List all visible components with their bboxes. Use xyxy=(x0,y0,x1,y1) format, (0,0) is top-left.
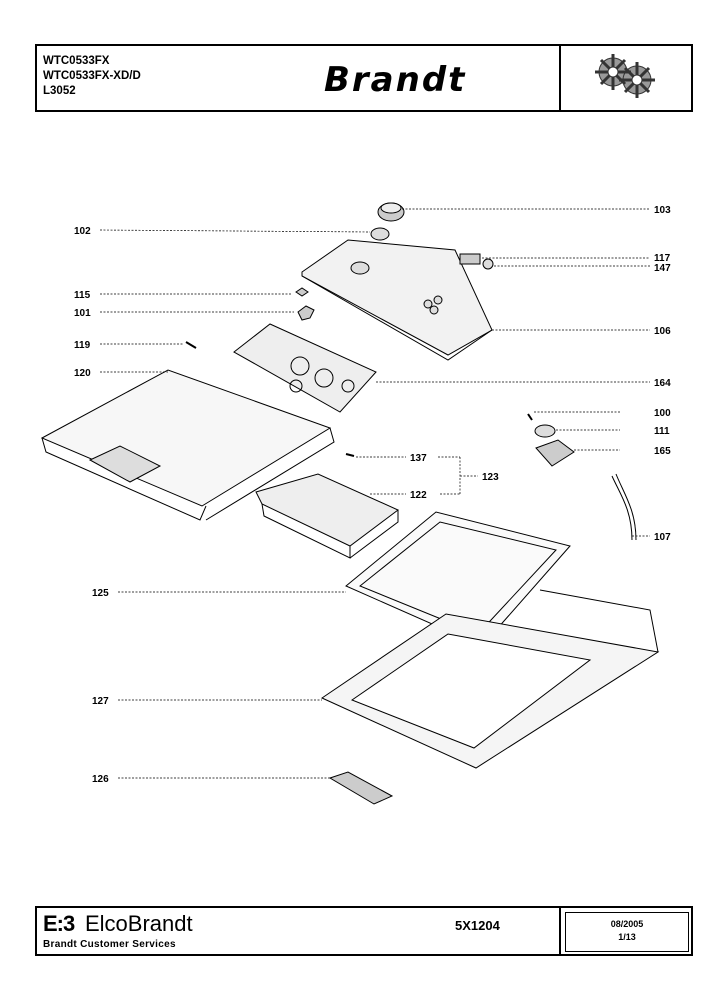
gears-logo-icon xyxy=(559,46,691,110)
part-label: 164 xyxy=(654,378,671,389)
exploded-view-diagram: 103 102 117 147 115 101 106 119 120 164 … xyxy=(40,202,671,805)
part-label: 106 xyxy=(654,326,671,337)
model-code: L3052 xyxy=(43,85,76,97)
part-clip-115 xyxy=(295,287,309,297)
model-code: WTC0533FX-XD/D xyxy=(43,70,141,82)
elcobrandt-logo-icon: E:3 xyxy=(43,911,75,936)
part-label: 137 xyxy=(410,453,427,464)
part-screw-119 xyxy=(185,341,197,349)
part-label: 115 xyxy=(74,290,91,301)
part-knob-103 xyxy=(377,202,405,222)
part-board-164 xyxy=(233,323,377,413)
part-screw-100 xyxy=(527,413,533,421)
model-list: WTC0533FX WTC0533FX-XD/D L3052 xyxy=(43,54,141,99)
part-dispenser-123 xyxy=(255,473,399,547)
part-label: 107 xyxy=(654,532,671,543)
page-number: 1/13 xyxy=(618,932,636,942)
document-reference: 5X1204 xyxy=(455,918,500,933)
company-name: ElcoBrandt xyxy=(85,911,193,936)
issue-date: 08/2005 xyxy=(610,919,644,929)
footer-block: E:3 ElcoBrandt Brandt Customer Services … xyxy=(35,906,693,956)
part-switch-117 xyxy=(459,253,494,270)
brand-logo: Brandt xyxy=(324,60,467,100)
title-block: WTC0533FX WTC0533FX-XD/D L3052 Brandt xyxy=(35,44,693,112)
part-label: 126 xyxy=(92,774,109,785)
part-wiring-107 xyxy=(611,475,633,541)
part-label: 165 xyxy=(654,446,671,457)
part-bracket-101 xyxy=(297,305,315,321)
part-label: 103 xyxy=(654,205,671,216)
part-label: 100 xyxy=(654,408,671,419)
part-label: 119 xyxy=(74,340,91,351)
part-label: 117 xyxy=(654,253,671,264)
part-label: 122 xyxy=(410,490,427,501)
part-label: 125 xyxy=(92,588,109,599)
part-label: 102 xyxy=(74,226,91,237)
part-ring-102 xyxy=(370,227,390,241)
part-cover-111 xyxy=(534,424,556,438)
part-label: 111 xyxy=(654,426,670,437)
part-label: 147 xyxy=(654,263,671,274)
part-label: 123 xyxy=(482,472,499,483)
part-label: 127 xyxy=(92,696,109,707)
part-label: 101 xyxy=(74,308,91,319)
services-caption: Brandt Customer Services xyxy=(43,939,176,950)
part-lock-165 xyxy=(535,439,575,467)
part-label: 120 xyxy=(74,368,91,379)
date-page-box: 08/2005 1/13 xyxy=(559,908,691,954)
model-code: WTC0533FX xyxy=(43,55,110,67)
part-screw-137 xyxy=(345,453,355,457)
date-inner-box: 08/2005 1/13 xyxy=(565,912,689,952)
part-bar-126 xyxy=(328,771,394,805)
